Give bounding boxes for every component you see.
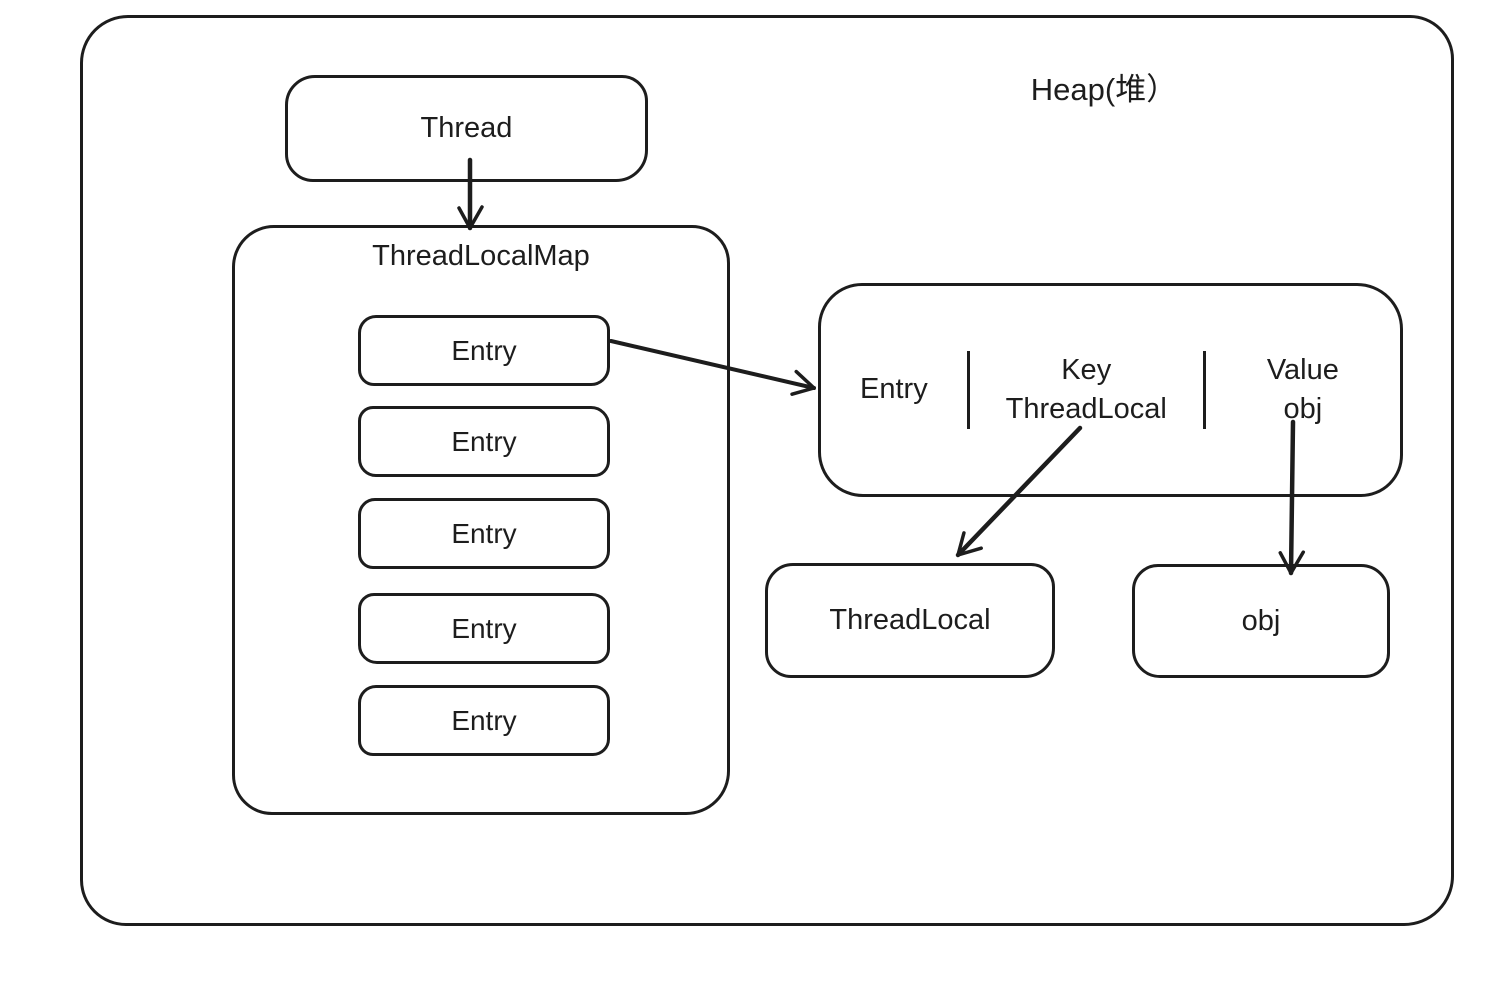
thread-box: Thread	[285, 75, 648, 182]
thread-label: Thread	[420, 112, 513, 145]
thread-local-box: ThreadLocal	[765, 563, 1055, 678]
heap-title: Heap(堆）	[1030, 72, 1178, 107]
entry-label: Entry	[451, 517, 517, 549]
entry-record-cell-entry: Entry	[821, 370, 967, 409]
key-label-line2: ThreadLocal	[1005, 393, 1167, 425]
entry-box: Entry	[358, 406, 610, 477]
value-label-line1: Value	[1266, 353, 1339, 386]
thread-local-label: ThreadLocal	[829, 604, 991, 637]
key-label-line1: Key	[1061, 353, 1112, 386]
entry-record-box: Entry Key ThreadLocal Value obj	[818, 283, 1403, 497]
entry-label: Entry	[451, 612, 517, 644]
thread-local-map-box: ThreadLocalMap Entry Entry Entry Entry E…	[232, 225, 730, 815]
entry-label: Entry	[451, 704, 517, 736]
entry-box: Entry	[358, 498, 610, 569]
obj-box: obj	[1132, 564, 1390, 678]
entry-label: Entry	[451, 425, 517, 457]
entry-record-entry-label: Entry	[860, 373, 928, 406]
entry-box: Entry	[358, 315, 610, 386]
entry-box: Entry	[358, 685, 610, 756]
entry-label: Entry	[451, 334, 517, 366]
entry-box: Entry	[358, 593, 610, 664]
value-label-line2: obj	[1283, 393, 1323, 425]
obj-label: obj	[1241, 604, 1281, 637]
entry-record-cell-value: Value obj	[1202, 350, 1400, 430]
entry-record-cell-key: Key ThreadLocal	[966, 350, 1203, 430]
thread-local-map-label: ThreadLocalMap	[372, 240, 590, 272]
